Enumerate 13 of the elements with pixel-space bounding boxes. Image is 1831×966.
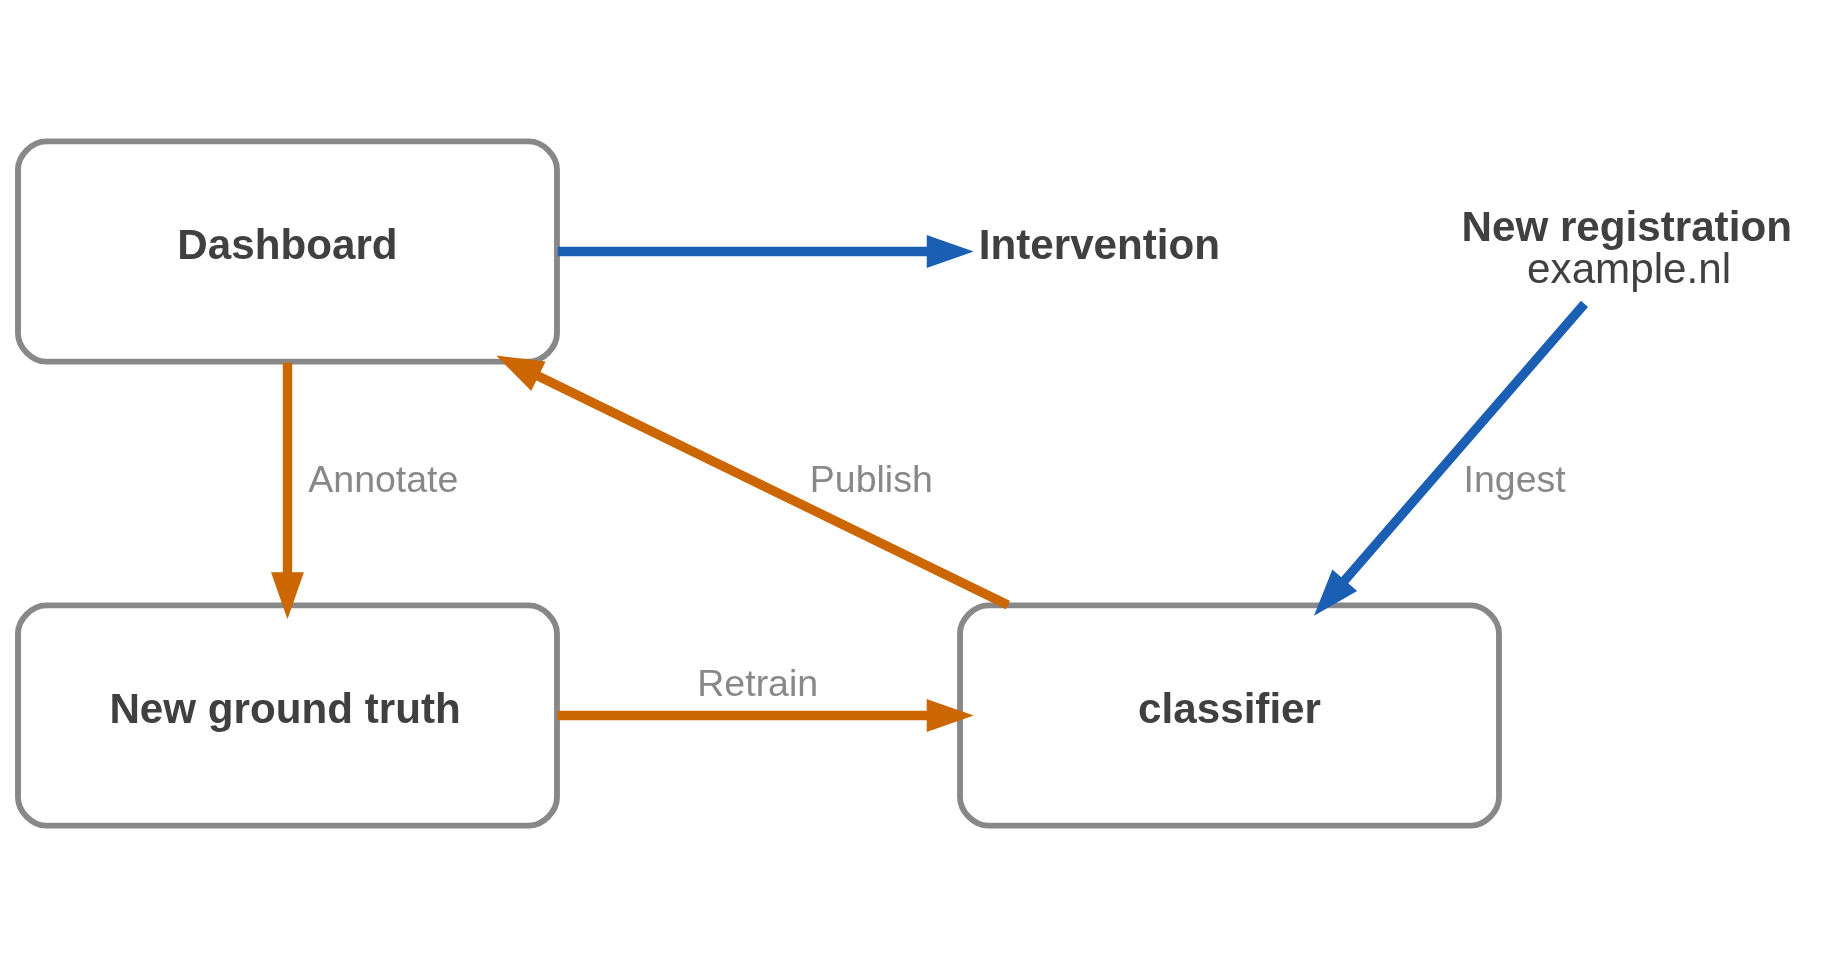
node-box: Dashboard <box>15 137 560 365</box>
node-text: New registration example.nl <box>1461 202 1792 292</box>
arrow <box>496 355 1010 609</box>
node-box: New ground truth <box>15 601 560 829</box>
edge-label: Retrain <box>697 661 819 704</box>
edge-label: Annotate <box>308 457 459 500</box>
node-box: classifier <box>957 601 1502 829</box>
edge-label: Publish <box>809 457 933 500</box>
arrow <box>271 362 304 619</box>
arrow <box>1314 300 1588 616</box>
edge-label: Ingest <box>1463 457 1566 500</box>
node-text: Intervention <box>978 220 1221 268</box>
arrow <box>557 698 974 732</box>
